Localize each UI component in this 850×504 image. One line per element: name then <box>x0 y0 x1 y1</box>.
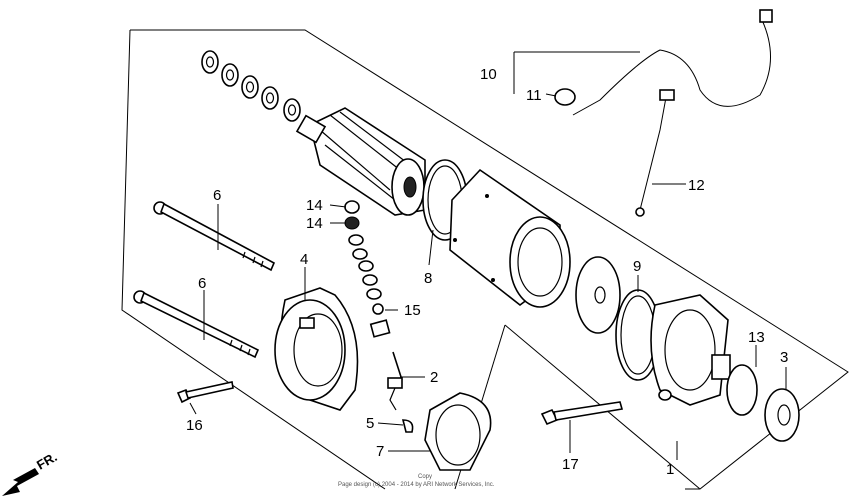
copyright-notice: Copy Page design (c) 2004 - 2014 by ARI … <box>338 474 495 488</box>
callout-10: 10 <box>480 66 497 83</box>
insulator-disc <box>575 256 621 334</box>
callout-12: 12 <box>688 177 705 194</box>
callout-5: 5 <box>366 415 374 432</box>
armature <box>295 107 426 216</box>
callout-3: 3 <box>780 349 788 366</box>
callout-7: 7 <box>376 443 384 460</box>
ground-cable <box>635 89 675 217</box>
starter-gear <box>764 388 800 442</box>
motor-case <box>449 168 571 308</box>
callout-13: 13 <box>748 329 765 346</box>
callout-15: 15 <box>404 302 421 319</box>
callout-16: 16 <box>186 417 203 434</box>
starter-cable <box>572 9 773 116</box>
callout-6-lower: 6 <box>198 275 206 292</box>
front-cover <box>650 294 731 406</box>
bolt-17 <box>540 401 624 426</box>
callout-8: 8 <box>424 270 432 287</box>
shim-washer-stack <box>201 50 301 122</box>
direction-label: FR. <box>34 449 60 472</box>
bolt-16 <box>176 381 234 404</box>
spring-clip <box>401 419 414 433</box>
leader-lines <box>189 51 787 460</box>
callout-11: 11 <box>526 87 542 104</box>
copyright-line-1: Copy <box>418 474 432 480</box>
callout-4: 4 <box>300 251 308 268</box>
o-ring-13 <box>726 364 758 416</box>
callout-labels: 1 2 3 4 5 6 6 7 8 9 10 11 12 13 14 14 15… <box>34 66 788 478</box>
callout-14-lower: 14 <box>306 215 323 232</box>
callout-17: 17 <box>562 456 579 473</box>
through-bolt-upper <box>153 201 276 272</box>
front-direction-arrow-icon <box>2 468 39 496</box>
callout-1: 1 <box>666 461 674 478</box>
rear-cover <box>274 287 359 411</box>
callout-9: 9 <box>633 258 641 275</box>
brush-terminal <box>387 351 403 411</box>
terminal-boot <box>554 88 576 106</box>
callout-2: 2 <box>430 369 438 386</box>
brush-plate <box>424 392 492 471</box>
through-bolt-lower <box>133 290 260 359</box>
copyright-line-2: Page design (c) 2004 - 2014 by ARI Netwo… <box>338 482 495 488</box>
nut-washer-column <box>344 200 391 338</box>
callout-14-upper: 14 <box>306 197 323 214</box>
callout-6-upper: 6 <box>213 187 221 204</box>
